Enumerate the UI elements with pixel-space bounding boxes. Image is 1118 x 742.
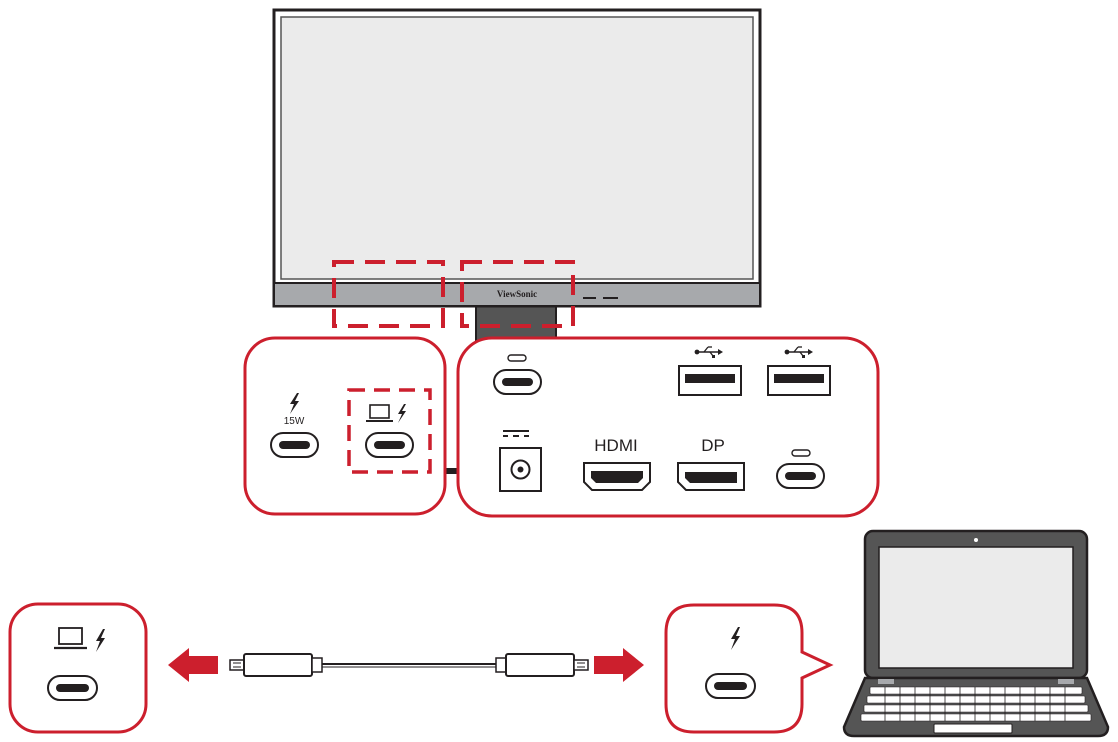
bolt-icon — [731, 627, 740, 650]
monitor-brand: ViewSonic — [497, 289, 537, 299]
usb-c-port — [270, 432, 319, 458]
bolt-icon — [96, 629, 105, 652]
displayport-icon — [677, 462, 745, 491]
bolt-icon — [290, 393, 299, 414]
hdmi-label: HDMI — [594, 436, 637, 455]
highlight-box-right — [460, 260, 575, 328]
monitor-screen — [280, 16, 754, 280]
left-panel-frame — [243, 336, 447, 516]
laptop — [842, 529, 1110, 738]
monitor-port-callout — [8, 602, 148, 734]
hdmi-port-icon — [583, 462, 651, 491]
power-label: 15W — [284, 416, 305, 427]
laptop-camera — [974, 538, 978, 542]
usb-c-icon — [507, 354, 527, 362]
dc-power-port — [499, 447, 542, 492]
laptop-screen — [878, 546, 1074, 669]
usb-c-port — [493, 369, 542, 395]
usb-a-port — [678, 365, 742, 396]
right-port-panel: HDMI DP — [456, 336, 880, 518]
usb-c-cable — [229, 653, 589, 677]
monitor: ViewSonic — [272, 8, 762, 474]
arrow-icon — [594, 648, 644, 682]
usb-a-icon — [784, 346, 813, 358]
usb-a-port — [767, 365, 831, 396]
dp-label: DP — [701, 436, 725, 455]
laptop-keyboard — [860, 686, 1092, 722]
laptop-icon — [366, 404, 393, 422]
usb-c-port — [47, 675, 98, 701]
monitor-bezel — [273, 282, 761, 307]
dc-power-icon — [503, 430, 529, 437]
usb-c-port — [776, 463, 825, 489]
highlight-box-usb-c — [347, 388, 432, 474]
usb-c-port — [705, 673, 756, 699]
monitor-stand-base — [440, 468, 470, 474]
laptop-icon — [54, 627, 87, 650]
laptop-port-callout — [664, 603, 834, 734]
bolt-icon — [398, 404, 406, 423]
highlight-box-left — [332, 260, 445, 328]
laptop-touchpad — [933, 723, 1013, 734]
arrow-icon — [168, 648, 218, 682]
usb-a-icon — [694, 346, 723, 358]
usb-c-icon — [791, 449, 811, 457]
usb-c-port — [365, 432, 414, 458]
left-port-panel: 15W — [243, 336, 447, 516]
